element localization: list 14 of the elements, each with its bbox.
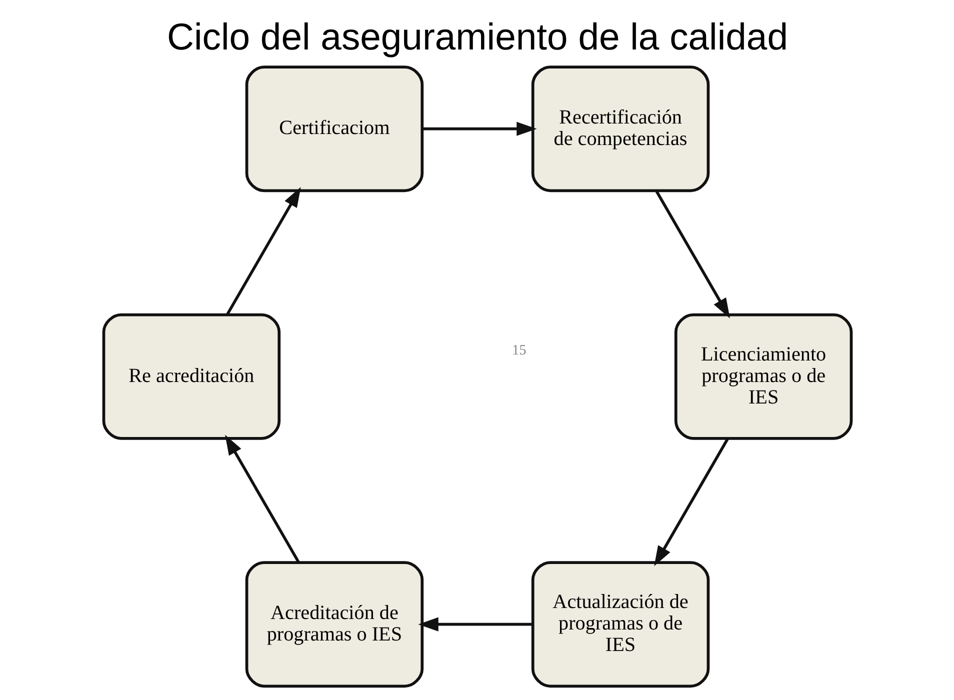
node-box: Certificaciom [244,66,424,192]
node-box: Recertificación de competencias [530,66,710,192]
arrow [418,617,532,632]
arrow [225,187,300,316]
node-box: Acreditación de programas o IES [244,561,424,688]
node-box: Re acreditación [102,313,280,440]
arrow [654,190,730,318]
node-box: Licenciamiento programas o de IES [674,313,852,440]
arrow [654,438,729,566]
arrow [224,434,300,564]
diagram-title: Ciclo del aseguramiento de la calidad [166,16,788,58]
arrow [422,122,536,136]
label: 15 [512,342,526,358]
node-box: Actualización de programas o de IES [530,561,710,688]
